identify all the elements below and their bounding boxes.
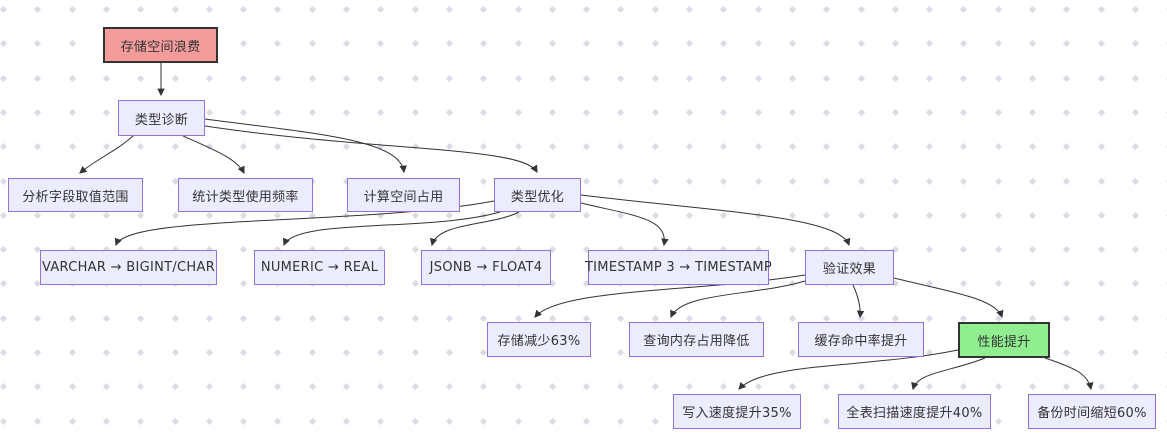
- node-label-scan: 全表扫描速度提升40%: [846, 406, 983, 421]
- node-optimize[interactable]: 类型优化: [494, 178, 581, 212]
- node-label-timestamp: TIMESTAMP 3 → TIMESTAMP: [584, 260, 773, 275]
- node-scan[interactable]: 全表扫描速度提升40%: [838, 394, 991, 429]
- node-cache[interactable]: 缓存命中率提升: [798, 322, 924, 357]
- node-varchar[interactable]: VARCHAR → BIGINT/CHAR: [40, 250, 217, 285]
- edge-diagnose-to-optimize: [204, 125, 538, 173]
- node-waste[interactable]: 存储空间浪费: [103, 27, 218, 63]
- node-label-diagnose: 类型诊断: [134, 112, 189, 128]
- edge-verify-to-perf: [893, 277, 1004, 319]
- node-label-perf: 性能提升: [977, 334, 1031, 350]
- node-label-space: 计算空间占用: [363, 189, 444, 205]
- node-label-backup: 备份时间缩短60%: [1037, 406, 1147, 421]
- edge-optimize-to-jsonb: [429, 211, 520, 247]
- edge-diagnose-to-freq: [182, 135, 245, 175]
- node-backup[interactable]: 备份时间缩短60%: [1028, 394, 1156, 429]
- node-freq[interactable]: 统计类型使用频率: [178, 178, 313, 212]
- node-label-write: 写入速度提升35%: [682, 406, 792, 421]
- node-querymem[interactable]: 查询内存占用降低: [629, 322, 764, 357]
- node-label-storage: 存储减少63%: [497, 334, 581, 349]
- node-label-varchar: VARCHAR → BIGINT/CHAR: [41, 260, 216, 275]
- node-numeric[interactable]: NUMERIC → REAL: [254, 250, 385, 285]
- node-label-waste: 存储空间浪费: [120, 39, 201, 55]
- node-label-optimize: 类型优化: [510, 189, 565, 205]
- node-label-cache: 缓存命中率提升: [814, 334, 908, 349]
- node-label-freq: 统计类型使用频率: [192, 189, 299, 205]
- node-perf[interactable]: 性能提升: [958, 322, 1050, 358]
- edge-diagnose-to-space: [204, 118, 407, 174]
- node-label-numeric: NUMERIC → REAL: [260, 260, 379, 275]
- edge-diagnose-to-range: [79, 135, 134, 174]
- node-timestamp[interactable]: TIMESTAMP 3 → TIMESTAMP: [584, 250, 773, 285]
- node-label-jsonb: JSONB → FLOAT4: [429, 260, 543, 275]
- edge-optimize-to-verify: [580, 194, 851, 247]
- edge-perf-to-scan: [911, 357, 986, 391]
- edge-perf-to-backup: [1044, 357, 1094, 391]
- edge-perf-to-write: [738, 349, 959, 390]
- node-verify[interactable]: 验证效果: [805, 250, 894, 285]
- node-write[interactable]: 写入速度提升35%: [673, 394, 801, 429]
- node-diagnose[interactable]: 类型诊断: [118, 100, 205, 136]
- node-label-querymem: 查询内存占用降低: [643, 334, 750, 349]
- edge-verify-to-querymem: [670, 280, 806, 319]
- node-jsonb[interactable]: JSONB → FLOAT4: [421, 250, 551, 285]
- edge-verify-to-cache: [852, 284, 865, 319]
- node-storage[interactable]: 存储减少63%: [487, 322, 591, 357]
- node-range[interactable]: 分析字段取值范围: [8, 178, 143, 212]
- edge-optimize-to-timestamp: [580, 202, 669, 247]
- node-label-verify: 验证效果: [822, 262, 877, 277]
- edge-optimize-to-numeric: [282, 211, 501, 247]
- node-space[interactable]: 计算空间占用: [347, 178, 460, 212]
- node-label-range: 分析字段取值范围: [22, 189, 129, 205]
